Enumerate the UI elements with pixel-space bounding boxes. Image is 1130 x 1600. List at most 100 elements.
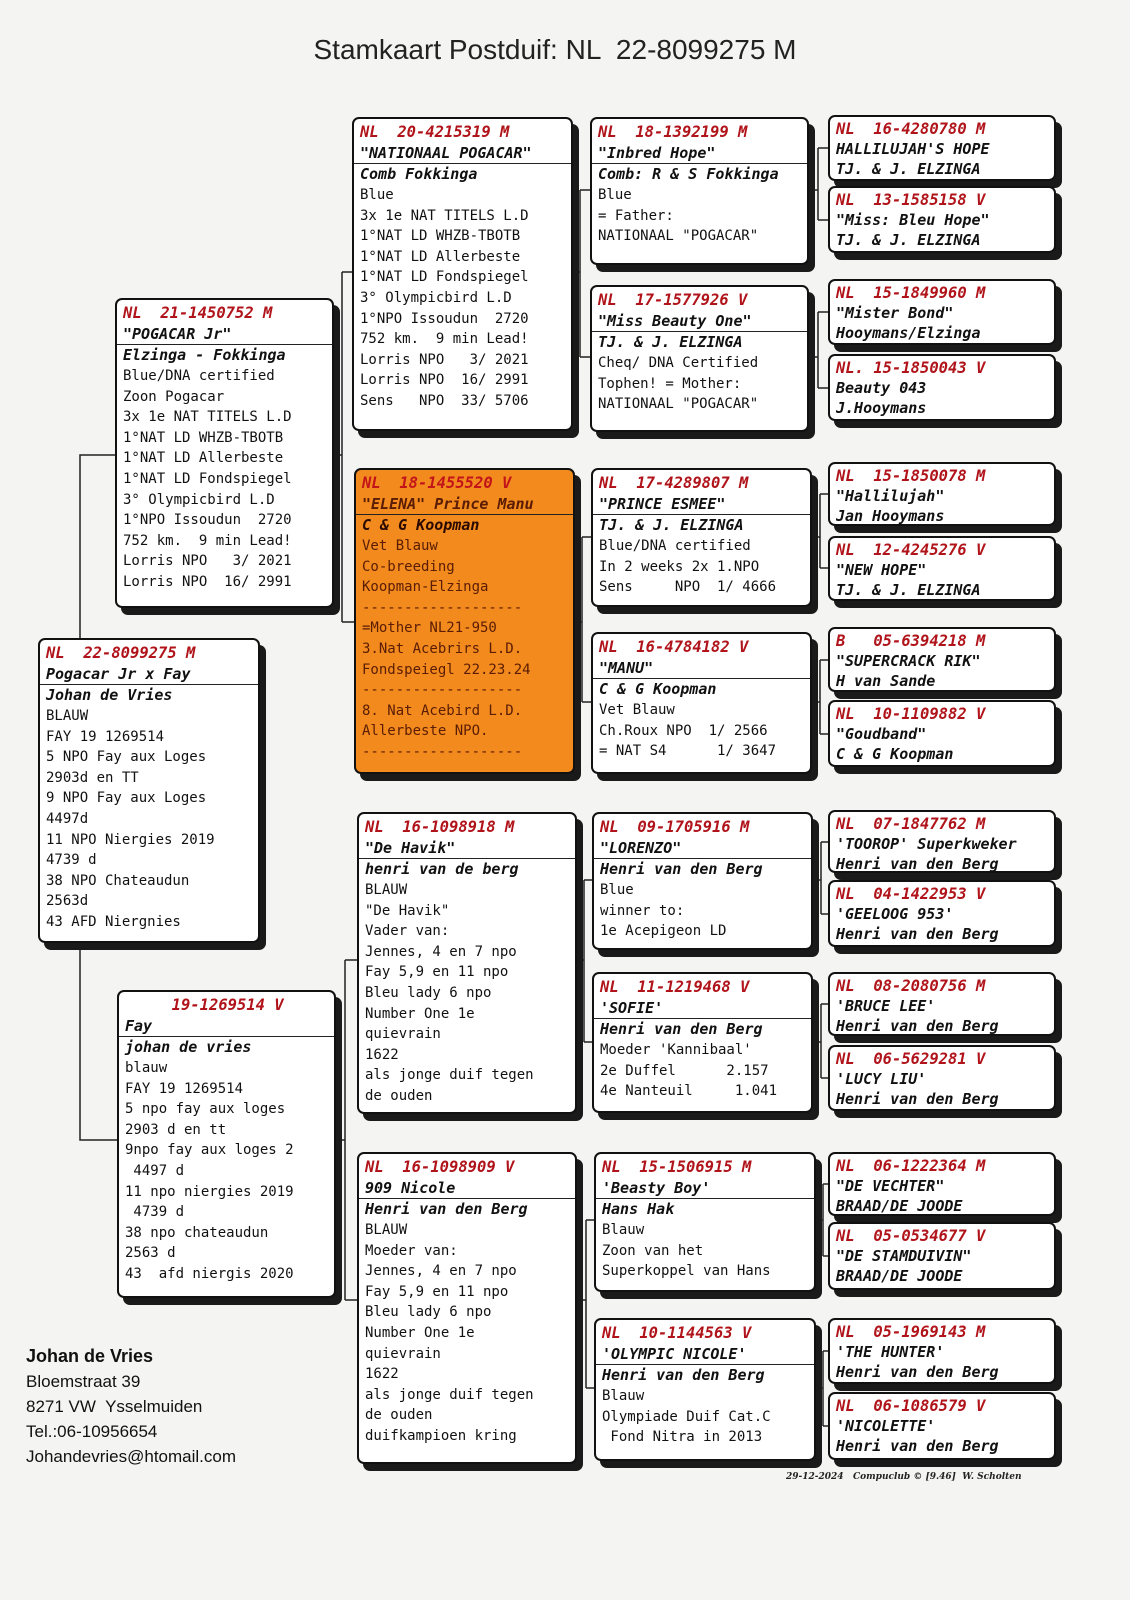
pedigree-detail-line: Ch.Roux NPO 1/ 2566 [599, 722, 768, 739]
pedigree-detail-line: 9 NPO Fay aux Loges [46, 790, 207, 807]
pedigree-detail-line: 2563 d [125, 1245, 176, 1262]
ring-number: NL 22-8099275 M [46, 644, 196, 662]
pedigree-detail-line: FAY 19 1269514 [125, 1080, 244, 1097]
pedigree-detail-line: = NAT S4 1/ 3647 [599, 743, 777, 760]
ring-number: NL 08-2080756 M [836, 977, 986, 995]
page-title: Stamkaart Postduif: NL 22-8099275 M [313, 34, 797, 65]
pedigree-card-gen5-11: NL 06-5629281 V'LUCY LIU'Henri van den B… [828, 1045, 1056, 1111]
print-footer: 29-12-2024 Compuclub © [9.46] W. Scholte… [786, 1472, 1022, 1482]
ring-number: NL 07-1847762 M [836, 815, 986, 833]
pedigree-detail-line: = Father: [598, 207, 674, 224]
pigeon-name: 'Beasty Boy' [596, 1178, 814, 1199]
pedigree-detail-line: 752 km. 9 min Lead! [360, 331, 529, 348]
pedigree-detail-line: In 2 weeks 2x 1.NPO [599, 558, 760, 575]
pedigree-detail-line: Lorris NPO 16/ 2991 [123, 573, 292, 590]
pedigree-card-gen5-14: NL 05-1969143 M'THE HUNTER'Henri van den… [828, 1318, 1056, 1384]
pedigree-detail-line: BLAUW [46, 708, 89, 724]
pedigree-detail-line: Tophen! = Mother: [598, 375, 742, 392]
owner-name: Johan de Vries [46, 686, 173, 704]
pigeon-name: "Mister Bond" [836, 304, 954, 322]
owner-name: TJ. & J. ELZINGA [598, 333, 743, 351]
ring-number: NL 09-1705916 M [600, 818, 750, 836]
breeder-email[interactable]: Johandevries@htomail.com [26, 1447, 237, 1466]
pedigree-detail-line: 1°NAT LD WHZB-TBOTB [360, 228, 521, 245]
pedigree-detail-line: 752 km. 9 min Lead! [123, 532, 292, 549]
ring-number: NL 06-1086579 V [836, 1397, 986, 1415]
pedigree-card-gen5-6: B 05-6394218 M"SUPERCRACK RIK"H van Sand… [828, 627, 1056, 692]
pigeon-name: "Inbred Hope" [592, 143, 807, 164]
pedigree-card-gen5-9: NL 04-1422953 V'GEELOOG 953'Henri van de… [828, 880, 1056, 947]
pedigree-card-gen5-1: NL 13-1585158 V"Miss: Bleu Hope"TJ. & J.… [828, 186, 1056, 253]
pigeon-name: "PRINCE ESMEE" [593, 494, 810, 515]
pedigree-detail-line: Blue [600, 882, 634, 898]
pedigree-detail-line: 4739 d [125, 1204, 185, 1221]
owner-name: Henri van den Berg [836, 1017, 999, 1035]
pedigree-detail-line: Olympiade Duif Cat.C [602, 1408, 771, 1425]
pigeon-name: "NEW HOPE" [836, 561, 927, 579]
pedigree-detail-line: Superkoppel van Hans [602, 1263, 771, 1280]
pigeon-name: 'OLYMPIC NICOLE' [596, 1344, 814, 1365]
pigeon-name: "NATIONAAL POGACAR" [354, 143, 571, 164]
pedigree-card-gen5-4: NL 15-1850078 M"Hallilujah"Jan Hooymans [828, 462, 1056, 526]
pedigree-detail-line: BLAUW [365, 882, 408, 898]
owner-name: Henri van den Berg [600, 1020, 763, 1038]
owner-name: TJ. & J. ELZINGA [836, 231, 981, 249]
ring-number: NL 15-1849960 M [836, 284, 986, 302]
ring-number: 19-1269514 V [125, 996, 284, 1014]
pedigree-detail-line: Bleu lady 6 npo [365, 984, 492, 1001]
breeder-phone: Tel.:06-10956654 [26, 1422, 158, 1441]
pedigree-detail-line: Fondspeiegl 22.23.24 [362, 661, 531, 678]
pedigree-detail-line: 5 NPO Fay aux Loges [46, 749, 207, 766]
pigeon-name: "Hallilujah" [836, 487, 945, 505]
owner-name: Henri van den Berg [600, 860, 763, 878]
pigeon-name: 'SOFIE' [594, 998, 811, 1019]
pedigree-card-gen4-4: NL 09-1705916 M"LORENZO"Henri van den Be… [592, 812, 813, 950]
pedigree-detail-line: 11 npo niergies 2019 [125, 1183, 294, 1200]
pigeon-name: Pogacar Jr x Fay [40, 664, 258, 685]
owner-name: Comb: R & S Fokkinga [598, 165, 779, 183]
owner-name: Jan Hooymans [836, 507, 945, 525]
pedigree-detail-line: 38 npo chateaudun [125, 1224, 269, 1241]
ring-number: NL 16-4784182 V [599, 638, 749, 656]
pedigree-detail-line: als jonge duif tegen [365, 1067, 534, 1084]
ring-number: NL 13-1585158 V [836, 191, 986, 209]
pedigree-detail-line: de ouden [365, 1087, 433, 1104]
pigeon-name: Fay [119, 1016, 334, 1037]
owner-name: TJ. & J. ELZINGA [836, 581, 981, 599]
owner-name: Henri van den Berg [836, 925, 999, 943]
pedigree-detail-line: Blue [360, 187, 394, 203]
pedigree-detail-line: 3° Olympicbird L.D [123, 491, 275, 508]
ring-number: NL 17-1577926 V [598, 291, 748, 309]
pedigree-detail-line: quievrain [365, 1026, 441, 1043]
pedigree-detail-line: Blauw [602, 1222, 645, 1238]
pedigree-detail-line: "De Havik" [365, 902, 450, 919]
pedigree-detail-line: 3.Nat Acebrirs L.D. [362, 640, 523, 657]
pedigree-detail-line: 4497 d [125, 1162, 185, 1179]
pedigree-detail-line: 2903d en TT [46, 769, 139, 786]
pigeon-name: 'GEELOOG 953' [836, 905, 954, 923]
pedigree-detail-line: 4497d [46, 810, 89, 827]
pedigree-card-gen4-0: NL 18-1392199 M"Inbred Hope"Comb: R & S … [590, 117, 809, 265]
pedigree-detail-line: Lorris NPO 3/ 2021 [360, 351, 529, 368]
pedigree-detail-line: 1°NAT LD Allerbeste [123, 450, 284, 467]
pedigree-detail-line: quievrain [365, 1345, 441, 1362]
pigeon-name: HALLILUJAH'S HOPE [836, 140, 990, 158]
pedigree-detail-line: ------------------- [362, 599, 523, 616]
ring-number: NL 16-1098909 V [365, 1158, 515, 1176]
pedigree-detail-line: 5 npo fay aux loges [125, 1101, 286, 1118]
pigeon-name: "DE STAMDUIVIN" [836, 1247, 972, 1265]
pedigree-detail-line: 1°NAT LD Fondspiegel [123, 470, 292, 487]
pedigree-detail-line: Fond Nitra in 2013 [602, 1429, 763, 1446]
pedigree-detail-line: 4739 d [46, 852, 97, 869]
pedigree-detail-line: Lorris NPO 16/ 2991 [360, 372, 529, 389]
pedigree-detail-line: 3x 1e NAT TITELS L.D [123, 409, 292, 426]
pedigree-detail-line: 1°NAT LD Allerbeste [360, 248, 521, 265]
pedigree-card-gen5-12: NL 06-1222364 M"DE VECHTER"BRAAD/DE JOOD… [828, 1152, 1056, 1216]
pedigree-detail-line: 8. Nat Acebird L.D. [362, 702, 523, 719]
pedigree-detail-line: Moeder van: [365, 1242, 458, 1259]
pedigree-detail-line: Allerbeste NPO. [362, 723, 489, 740]
